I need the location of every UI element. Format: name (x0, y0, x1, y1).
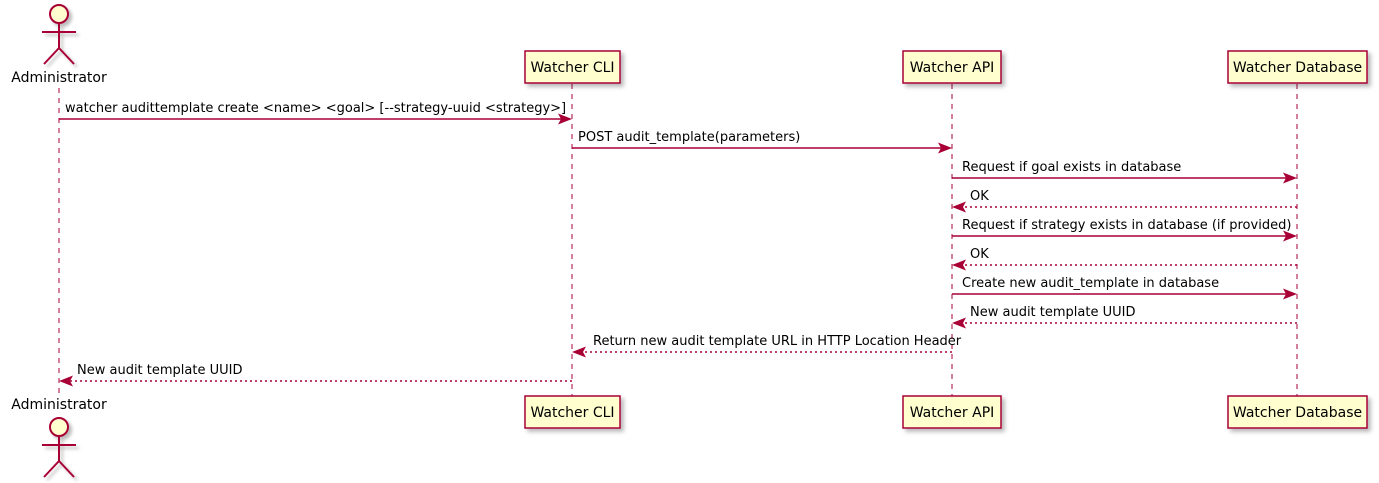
message-8-label: New audit template UUID (970, 305, 1135, 320)
message-7[interactable]: Create new audit_template in database (952, 276, 1297, 300)
actor-left-leg-icon (43, 460, 60, 478)
actor-administrator-bottom[interactable] (42, 417, 76, 478)
message-7-label: Create new audit_template in database (962, 276, 1219, 291)
participant-header-watcher-database[interactable]: Watcher Database (1227, 50, 1368, 84)
message-6[interactable]: OK (952, 247, 1297, 271)
actor-right-leg-icon (58, 47, 75, 65)
participant-header-watcher-api[interactable]: Watcher API (902, 50, 1002, 84)
lifelines (58, 84, 1298, 396)
actor-head-icon (49, 417, 69, 437)
message-6-arrowhead (952, 259, 966, 271)
message-10-arrowhead (59, 375, 73, 387)
participant-header-watcher-api-label: Watcher API (910, 60, 995, 76)
participant-footer-watcher-cli[interactable]: Watcher CLI (524, 395, 621, 429)
actor-administrator-top[interactable] (42, 4, 76, 65)
actor-left-leg-icon (43, 47, 60, 65)
message-9-arrowhead (572, 346, 586, 358)
message-8[interactable]: New audit template UUID (952, 305, 1297, 329)
message-2[interactable]: POST audit_template(parameters) (572, 130, 952, 154)
message-5[interactable]: Request if strategy exists in database (… (952, 218, 1297, 242)
message-9[interactable]: Return new audit template URL in HTTP Lo… (572, 334, 962, 358)
message-9-label: Return new audit template URL in HTTP Lo… (593, 334, 962, 349)
message-7-arrowhead (1283, 288, 1297, 300)
participant-footer-watcher-api-label: Watcher API (910, 405, 995, 421)
actor-administrator-top-label: Administrator (11, 70, 107, 86)
message-5-label: Request if strategy exists in database (… (962, 218, 1291, 233)
message-2-arrowhead (938, 142, 952, 154)
message-5-arrowhead (1283, 230, 1297, 242)
message-6-label: OK (970, 247, 989, 262)
message-1[interactable]: watcher audittemplate create <name> <goa… (59, 101, 572, 125)
message-8-arrowhead (952, 317, 966, 329)
message-3[interactable]: Request if goal exists in database (952, 160, 1297, 184)
participant-header-watcher-cli[interactable]: Watcher CLI (524, 50, 621, 84)
participant-footer-watcher-api[interactable]: Watcher API (902, 395, 1002, 429)
message-1-arrowhead (558, 113, 572, 125)
participant-footer-watcher-database-label: Watcher Database (1233, 405, 1362, 421)
actor-administrator-bottom-label: Administrator (11, 397, 107, 413)
message-3-arrowhead (1283, 172, 1297, 184)
message-2-label: POST audit_template(parameters) (578, 130, 800, 145)
actor-right-leg-icon (58, 460, 75, 478)
participant-footer-watcher-cli-label: Watcher CLI (530, 405, 614, 421)
participant-header-watcher-cli-label: Watcher CLI (530, 60, 614, 76)
message-3-label: Request if goal exists in database (962, 160, 1181, 175)
message-10-label: New audit template UUID (77, 363, 242, 378)
participant-footer-watcher-database[interactable]: Watcher Database (1227, 395, 1368, 429)
message-4[interactable]: OK (952, 189, 1297, 213)
message-1-label: watcher audittemplate create <name> <goa… (65, 101, 566, 116)
participant-header-watcher-database-label: Watcher Database (1233, 60, 1362, 76)
message-4-arrowhead (952, 201, 966, 213)
actor-head-icon (49, 4, 69, 24)
message-4-label: OK (970, 189, 989, 204)
message-10[interactable]: New audit template UUID (59, 363, 572, 387)
